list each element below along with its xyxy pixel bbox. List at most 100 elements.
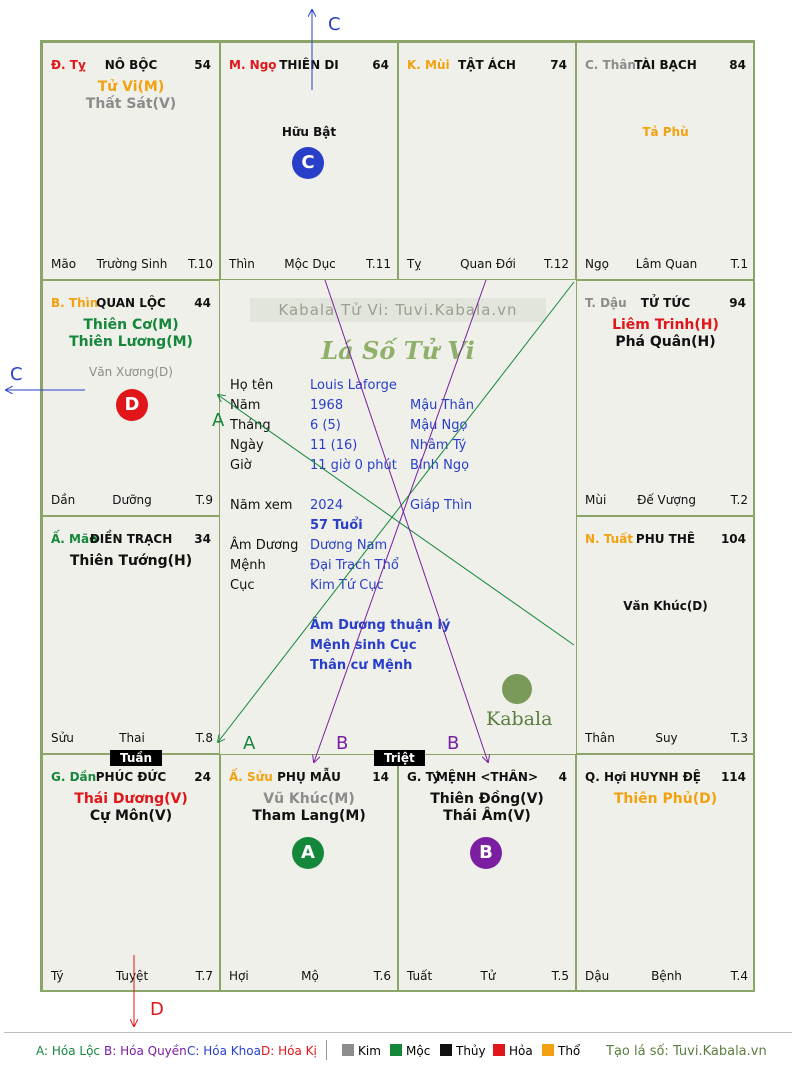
month: T.3	[730, 731, 748, 745]
branch: Thìn	[229, 257, 255, 271]
palace-number: 54	[194, 58, 211, 72]
stage: Trường Sinh	[96, 257, 168, 271]
can-chi: B. Thìn	[51, 296, 99, 310]
age-value: 57 Tuổi	[310, 518, 363, 533]
main-star: Thiên Cơ(M)	[83, 317, 179, 333]
palace-name: PHỤ MẪU	[277, 770, 341, 784]
can-chi: Q. Hợi	[585, 770, 627, 784]
can-chi: Ấ. Mão	[51, 532, 98, 546]
main-star: Phá Quân(H)	[615, 334, 716, 350]
palace-number: 74	[550, 58, 567, 72]
branch: Sửu	[51, 731, 74, 745]
month: T.6	[373, 969, 391, 983]
can-chi: G. Tý	[407, 770, 441, 784]
month: T.5	[551, 969, 569, 983]
legend-moc: Mộc	[390, 1044, 430, 1058]
palace-number: 64	[372, 58, 389, 72]
month: T.10	[188, 257, 213, 271]
branch: Hợi	[229, 969, 249, 983]
arrow-label-a-low: A	[243, 733, 256, 754]
can-chi: N. Tuất	[585, 532, 634, 546]
legend-divider	[326, 1040, 327, 1060]
branch: Mùi	[585, 493, 607, 507]
legend-hoa-khoa: C: Hóa Khoa	[187, 1044, 261, 1058]
palace-name: TÀI BẠCH	[634, 58, 697, 72]
info-label: Tháng	[230, 418, 271, 433]
branch: Mão	[51, 257, 77, 271]
arrow-b-1	[314, 279, 487, 762]
palace-name: PHU THÊ	[635, 532, 696, 546]
kabala-logo: Kabala	[486, 708, 553, 730]
chart-title: Lá Số Tử Vi	[321, 336, 475, 365]
summary-line: Âm Dương thuận lý	[310, 618, 451, 633]
month: T.8	[195, 731, 213, 745]
hoa-quyen-circle: B	[470, 837, 502, 869]
arrow-label-c-top: C	[328, 14, 341, 35]
stage: Suy	[655, 731, 678, 745]
palace-number: 114	[720, 770, 746, 784]
center-info: Kabala Tử Vi: Tuvi.Kabala.vn Lá Số Tử Vi	[220, 280, 576, 754]
legend-hoa-quyen: B: Hóa Quyền	[104, 1044, 187, 1058]
month: T.11	[366, 257, 391, 271]
hoa-khoa-circle: C	[292, 147, 324, 179]
palace-name: THIÊN DI	[279, 58, 339, 72]
month: T.4	[730, 969, 748, 983]
info-value: 1968	[310, 398, 344, 413]
info-value-canchi: Nhâm Tý	[410, 438, 467, 453]
palace-number: 4	[558, 770, 567, 784]
info-label-name: Họ tên	[230, 378, 274, 393]
palace-name: QUAN LỘC	[96, 296, 166, 310]
legend-kim: Kim	[342, 1044, 381, 1058]
arrows-overlay: C C D A A B B	[0, 0, 575, 1030]
legend: A: Hóa Lộc B: Hóa Quyền C: Hóa Khoa D: H…	[0, 1032, 796, 1070]
branch: Ngọ	[585, 257, 609, 271]
palace-name: TỬ TỨC	[640, 296, 691, 310]
can-chi: G. Dần	[51, 770, 97, 784]
info-value: Dương Nam	[310, 538, 388, 553]
minor-star: Văn Khúc(D)	[623, 599, 708, 613]
stage: Bệnh	[651, 969, 682, 983]
tuan-tag: Tuần	[110, 750, 163, 766]
palace-name: MỆNH <THÂN>	[435, 770, 539, 784]
palace-name: TẬT ÁCH	[458, 58, 516, 72]
info-value: 11 (16)	[310, 438, 358, 453]
branch: Tý	[51, 969, 64, 983]
palace-number: 14	[372, 770, 389, 784]
legend-hoa-loc: A: Hóa Lộc	[36, 1044, 101, 1058]
stage: Tử	[480, 969, 496, 983]
legend-thuy: Thủy	[440, 1044, 486, 1058]
stage: Đế Vượng	[637, 493, 696, 507]
info-value-canchi: Mậu Ngọ	[410, 418, 468, 433]
main-star: Thái Dương(V)	[74, 791, 188, 807]
arrow-a-up	[218, 395, 575, 646]
can-chi: C. Thân	[585, 58, 636, 72]
kabala-logo-icon	[502, 674, 532, 704]
can-chi: K. Mùi	[407, 58, 450, 72]
branch: Tuất	[407, 969, 433, 983]
arrow-a-down	[218, 281, 575, 742]
triet-tag: Triệt	[374, 750, 425, 766]
branch: Dậu	[585, 969, 610, 983]
branch: Dần	[51, 493, 76, 507]
main-star: Liêm Trinh(H)	[612, 317, 719, 333]
month: T.7	[195, 969, 213, 983]
info-label: Âm Dương	[230, 538, 299, 553]
stage: Dưỡng	[112, 493, 152, 507]
main-star: Vũ Khúc(M)	[263, 791, 355, 807]
minor-star: Hữu Bật	[281, 125, 337, 139]
palace-name: ĐIỀN TRẠCH	[89, 532, 173, 546]
palace-number: 104	[720, 532, 746, 546]
arrow-b-2	[324, 279, 488, 762]
main-star: Thiên Tướng(H)	[69, 553, 193, 569]
legend-site: Tạo lá số: Tuvi.Kabala.vn	[606, 1044, 767, 1059]
branch: Tỵ	[407, 257, 422, 271]
can-chi: Đ. Tỵ	[51, 58, 86, 72]
info-value-canchi: Bính Ngọ	[410, 458, 470, 473]
